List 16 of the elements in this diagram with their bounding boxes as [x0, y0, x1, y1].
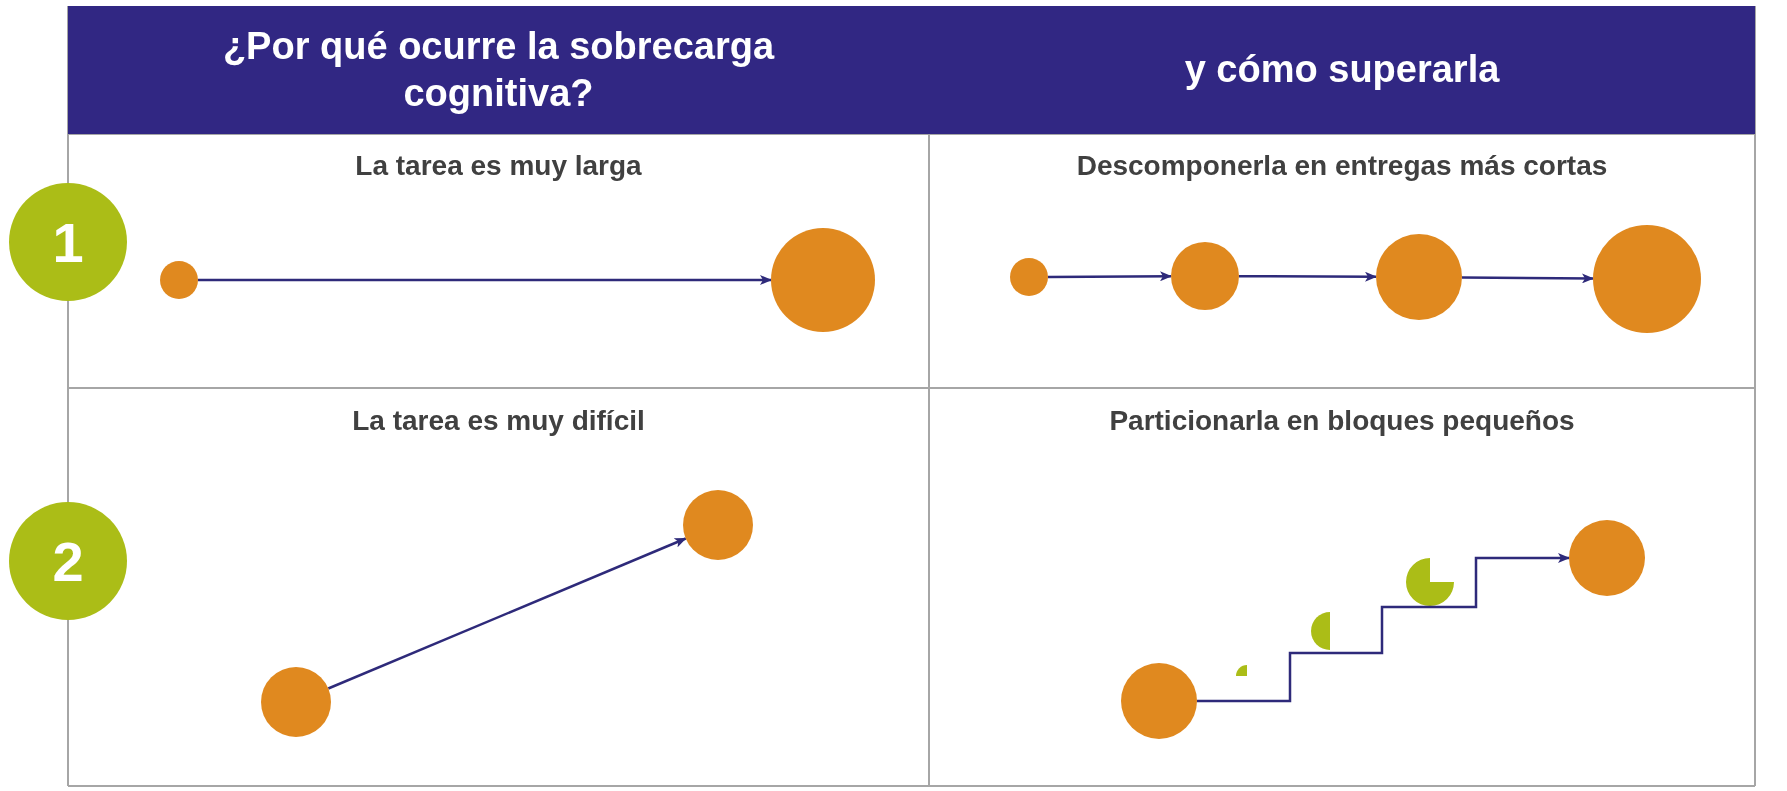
arrow: [327, 537, 687, 690]
arrow: [1462, 273, 1594, 284]
arrow: [1239, 271, 1377, 282]
number-badge: 2: [9, 502, 127, 620]
row-heading: Descomponerla en entregas más cortas: [1076, 150, 1608, 181]
row-heading: Particionarla en bloques pequeños: [1109, 405, 1575, 436]
row-heading: La tarea es muy difícil: [352, 405, 645, 436]
arrow: [198, 275, 772, 285]
task-dot: [160, 261, 198, 299]
row-heading: La tarea es muy larga: [355, 150, 642, 181]
column-header: y cómo superarla: [929, 6, 1755, 134]
arrow: [1197, 553, 1570, 703]
column-header: ¿Por qué ocurre la sobrecarga cognitiva?: [68, 6, 929, 134]
arrow: [1048, 271, 1172, 282]
task-dot: [1010, 258, 1048, 296]
number-badge: 1: [9, 183, 127, 301]
